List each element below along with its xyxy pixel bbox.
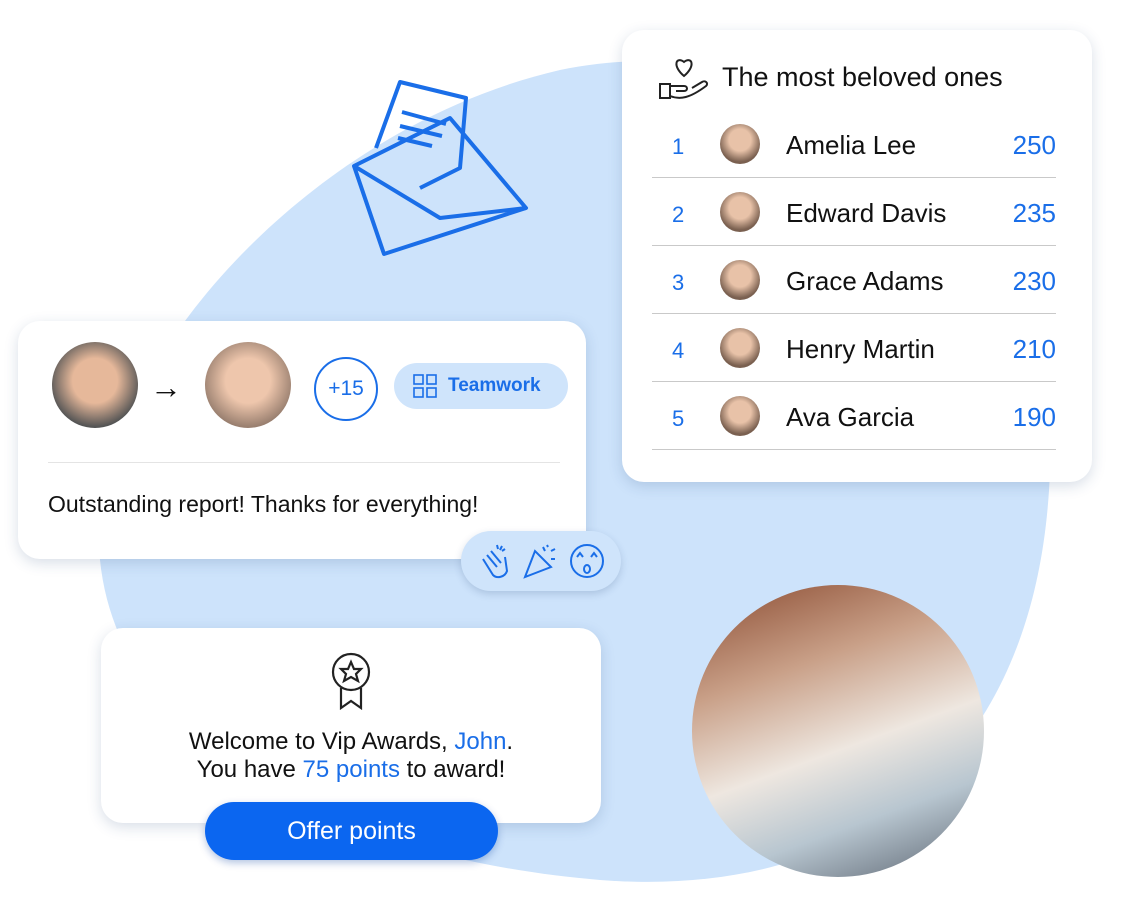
leaderboard-title: The most beloved ones — [722, 62, 1003, 92]
leaderboard-row[interactable]: 2 Edward Davis 235 — [652, 178, 1056, 246]
offer-points-button[interactable]: Offer points — [205, 802, 498, 860]
kudos-message: Outstanding report! Thanks for everythin… — [48, 491, 479, 517]
points-available: 75 points — [302, 756, 400, 783]
leaderboard-row[interactable]: 5 Ava Garcia 190 — [652, 382, 1056, 450]
points-badge: +15 — [314, 357, 378, 421]
text: Welcome to Vip Awards, — [188, 728, 455, 755]
avatar — [720, 192, 760, 232]
heart-hand-icon — [659, 59, 709, 99]
points: 210 — [1012, 334, 1056, 364]
rank: 3 — [672, 270, 685, 295]
leaderboard-row[interactable]: 1 Amelia Lee 250 — [652, 110, 1056, 178]
rank: 5 — [672, 406, 685, 431]
kudos-card: → +15 Teamwork Outstanding report! Thank… — [18, 321, 586, 559]
name: Edward Davis — [786, 198, 947, 228]
text: to award! — [399, 756, 506, 783]
user-name: John — [454, 728, 507, 755]
welcome-line-1: Welcome to Vip Awards, John. — [101, 728, 601, 756]
envelope-icon — [352, 80, 528, 256]
avatar — [720, 124, 760, 164]
divider — [48, 462, 560, 463]
teamwork-tag[interactable]: Teamwork — [394, 363, 568, 409]
name: Grace Adams — [786, 266, 944, 296]
clapping-hands-icon[interactable] — [475, 541, 515, 581]
avatar — [720, 260, 760, 300]
leaderboard-card: The most beloved ones 1 Amelia Lee 250 2 Ed… — [622, 30, 1092, 482]
award-medal-icon — [331, 652, 371, 710]
name: Ava Garcia — [786, 402, 915, 432]
recipient-avatar — [205, 342, 291, 428]
arrow-icon: → — [150, 369, 182, 405]
star-struck-icon[interactable] — [567, 541, 607, 581]
tag-label: Teamwork — [448, 375, 541, 396]
avatar — [720, 396, 760, 436]
reactions-bar[interactable] — [461, 531, 621, 591]
points: 250 — [1012, 130, 1056, 160]
points: 230 — [1012, 266, 1056, 296]
team-high-five-photo — [692, 585, 984, 877]
leaderboard-row[interactable]: 4 Henry Martin 210 — [652, 314, 1056, 382]
text: . — [506, 728, 514, 755]
points: 190 — [1012, 402, 1056, 432]
teamwork-icon — [413, 374, 437, 398]
points: 235 — [1012, 198, 1056, 228]
rank: 1 — [672, 134, 685, 159]
welcome-line-2: You have 75 points to award! — [101, 756, 601, 784]
sender-avatar — [52, 342, 138, 428]
welcome-card: Welcome to Vip Awards, John. You have 75… — [101, 628, 601, 823]
rank: 4 — [672, 338, 685, 363]
name: Henry Martin — [786, 334, 935, 364]
text: You have — [196, 756, 303, 783]
leaderboard-row[interactable]: 3 Grace Adams 230 — [652, 246, 1056, 314]
avatar — [720, 328, 760, 368]
name: Amelia Lee — [786, 130, 917, 160]
party-popper-icon[interactable] — [521, 541, 561, 581]
rank: 2 — [672, 202, 685, 227]
